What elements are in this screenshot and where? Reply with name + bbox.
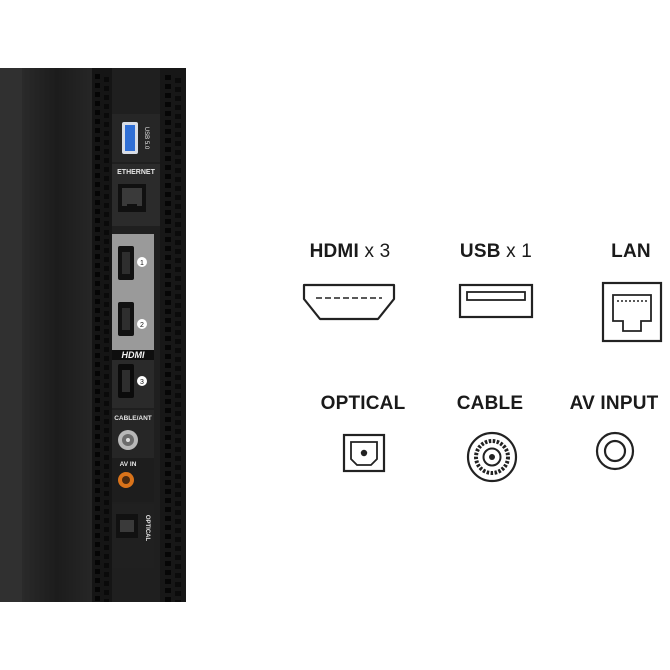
lan-port-icon xyxy=(601,281,663,343)
tv-cable-ant-port: CABLE/ANT xyxy=(112,410,154,458)
lan-name: LAN xyxy=(611,241,651,262)
tv-hdmi-number-1: 1 xyxy=(140,260,144,267)
tv-hdmi-number-3: 3 xyxy=(140,379,144,386)
hdmi-name: HDMI xyxy=(309,241,359,262)
tv-hdmi-block: 1 2 HDMI 3 xyxy=(112,234,154,408)
hdmi-label: HDMI x 3 xyxy=(302,241,398,263)
tv-hdmi-number-2: 2 xyxy=(140,322,144,329)
optical-label: OPTICAL xyxy=(312,393,414,415)
optical-port-icon xyxy=(342,433,386,473)
hdmi-count: x 3 xyxy=(364,241,391,262)
tv-ethernet-label: ETHERNET xyxy=(117,169,155,176)
av-jack-icon xyxy=(595,431,635,471)
optical-name: OPTICAL xyxy=(320,393,406,414)
vent-slots-right xyxy=(165,75,181,602)
usb-name: USB xyxy=(459,241,501,262)
hdmi-port-icon xyxy=(302,283,396,321)
usb-port-icon xyxy=(458,283,534,319)
coax-port-icon xyxy=(466,431,518,483)
usb-label: USB x 1 xyxy=(452,241,540,263)
tv-ethernet-port: ETHERNET xyxy=(112,164,160,226)
tv-usb-label: USB 5.0 xyxy=(143,127,149,150)
tv-optical-port: OPTICAL xyxy=(112,504,154,568)
tv-usb-port: USB 5.0 xyxy=(112,114,160,162)
vent-slots-left xyxy=(95,74,109,602)
usb-count: x 1 xyxy=(506,241,533,262)
av-input-name: AV INPUT xyxy=(569,393,659,414)
tv-av-in-port: AV IN xyxy=(112,458,154,502)
lan-label: LAN xyxy=(598,241,664,263)
tv-av-in-label: AV IN xyxy=(120,461,137,468)
tv-hdmi-logo: HDMI xyxy=(122,350,145,360)
tv-optical-label: OPTICAL xyxy=(144,515,150,542)
cable-label: CABLE xyxy=(450,393,530,415)
tv-cable-ant-label: CABLE/ANT xyxy=(114,415,152,422)
tv-back-panel: USB 5.0 ETHERNET 1 2 HDMI 3 CABLE/ANT xyxy=(0,68,186,602)
cable-name: CABLE xyxy=(456,393,524,414)
av-input-label: AV INPUT xyxy=(562,393,666,415)
